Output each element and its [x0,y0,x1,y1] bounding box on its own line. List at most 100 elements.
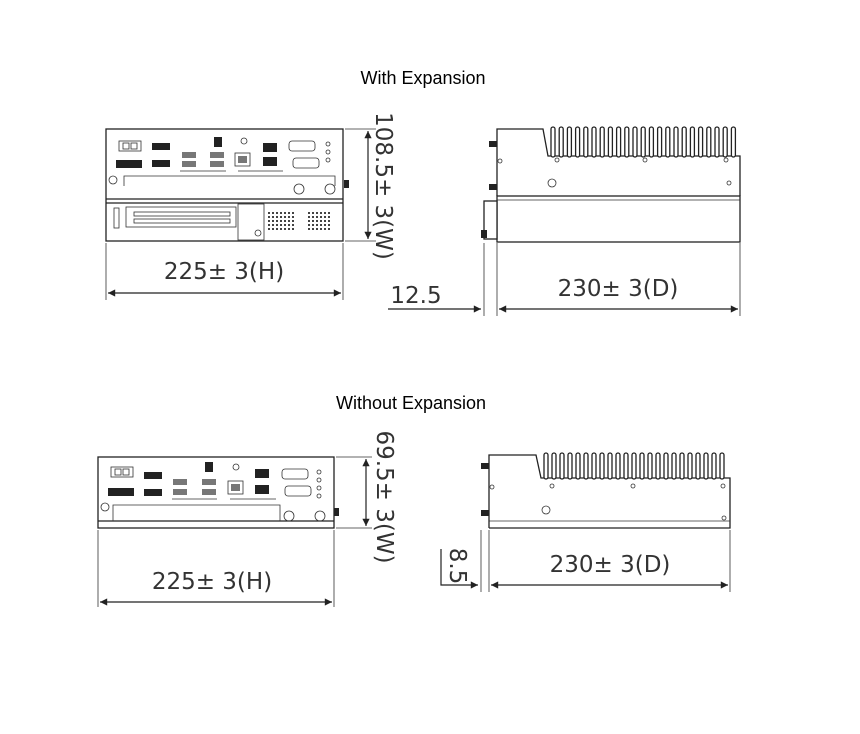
heatsink-fin [599,452,605,480]
lan-port-2 [255,469,269,478]
heatsink-fin [599,126,605,158]
heatsink-fin [689,126,696,158]
dc-in-connector [118,140,142,152]
hdmi-port-1 [144,472,162,479]
without-expansion-depth-label: 230± 3(D) [550,552,671,578]
heatsink-fin [719,452,725,480]
without-expansion-height-label: 69.5± 3(W) [371,430,397,563]
expansion-slot [125,206,237,228]
heatsink-fin [543,452,549,480]
heatsink-fin [671,452,677,480]
antenna-connector-1 [293,183,305,195]
heatsink-fin [648,126,655,158]
ground-screw-icon [100,502,110,512]
heatsink-fin [591,452,597,480]
heatsink-fin [615,126,622,158]
heatsink-fin [665,126,671,158]
usb-port-2 [182,161,196,167]
with-expansion-front-view: 225± 3(H) 108.5± 3(W) [105,112,396,300]
sim-slot [205,462,213,472]
heatsink-fin [615,452,621,480]
com-port-1 [288,140,316,152]
heatsink-fin [591,126,597,158]
without-expansion-width-label: 225± 3(H) [152,569,272,595]
terminal-block [116,160,142,168]
lan-port-1 [227,480,244,495]
ground-screw-icon [108,175,118,185]
without-expansion-section: Without Expansion [97,393,731,607]
heatsink-fin [722,126,728,158]
heatsink-fin [655,452,661,480]
terminal-block [108,488,134,496]
heatsink-fin [583,452,589,480]
with-expansion-depth-label: 230± 3(D) [558,276,679,302]
heatsink-fin [639,452,645,480]
heatsink-fin [558,126,564,158]
lan-port-2 [263,143,277,152]
heatsink-fin [575,452,581,480]
without-expansion-front-view: 225± 3(H) 69.5± 3(W) [97,430,397,607]
heatsink-fin [703,452,709,480]
heatsink-fin [656,126,663,158]
heatsink-fin [559,452,565,480]
heatsink-fin [624,126,630,158]
heatsink-fin [697,126,704,158]
with-expansion-side-view: 230± 3(D) 12.5 [388,126,741,316]
heatsink-fin [583,126,589,158]
usb-port-4 [210,161,224,167]
heatsink-fin [730,126,737,158]
heatsink-fin [673,126,679,158]
antenna-connector-2 [324,183,336,195]
heatsink-fin [640,126,646,158]
lan-port-3 [255,485,269,494]
hdmi-port-1 [152,143,170,150]
vent-grille-2 [306,210,332,232]
usb-port-2 [173,489,187,495]
heatsink-fin [679,452,685,480]
without-expansion-offset-label: 8.5 [444,548,470,585]
dc-in-connector [110,466,134,478]
usb-port-4 [202,489,216,495]
heatsink-fin [711,452,717,480]
heatsink-fin [706,126,712,158]
with-expansion-section: With Expansion [105,68,741,316]
hdmi-port-2 [144,489,162,496]
heatsink-fin [550,126,556,158]
usb-port-1 [173,479,187,485]
heatsink-fin [607,126,614,158]
with-expansion-height-label: 108.5± 3(W) [370,112,396,260]
lan-port-1 [234,152,251,167]
com-port-2 [292,157,320,169]
with-expansion-width-label: 225± 3(H) [164,259,284,285]
usb-port-3 [210,152,224,158]
heatsink-fin [663,452,669,480]
lan-port-3 [263,157,277,166]
heatsink-fin [574,126,581,158]
com-port-2 [284,485,312,497]
heatsink-fin [631,452,637,480]
sim-slot [214,137,222,147]
heatsink-fin [566,126,573,158]
heatsink-fin [681,126,687,158]
heatsink-fin [607,452,613,480]
heatsink-fin [647,452,653,480]
heatsink-fin [714,126,720,158]
heatsink-fin [695,452,701,480]
heatsink-fin [567,452,573,480]
power-led [240,137,248,145]
vent-grille-1 [268,210,294,232]
antenna-connector-1 [283,510,295,522]
heatsink-fin [687,452,693,480]
with-expansion-title: With Expansion [360,68,485,88]
antenna-connector-2 [314,510,326,522]
com-port-1 [281,468,309,480]
usb-port-1 [182,152,196,158]
without-expansion-title: Without Expansion [336,393,486,413]
power-led [232,463,240,471]
hdmi-port-2 [152,160,170,167]
without-expansion-side-view: 230± 3(D) 8.5 [440,452,731,592]
heatsink-fin [623,452,629,480]
heatsink-fin [551,452,557,480]
heatsink-fin [632,126,638,158]
